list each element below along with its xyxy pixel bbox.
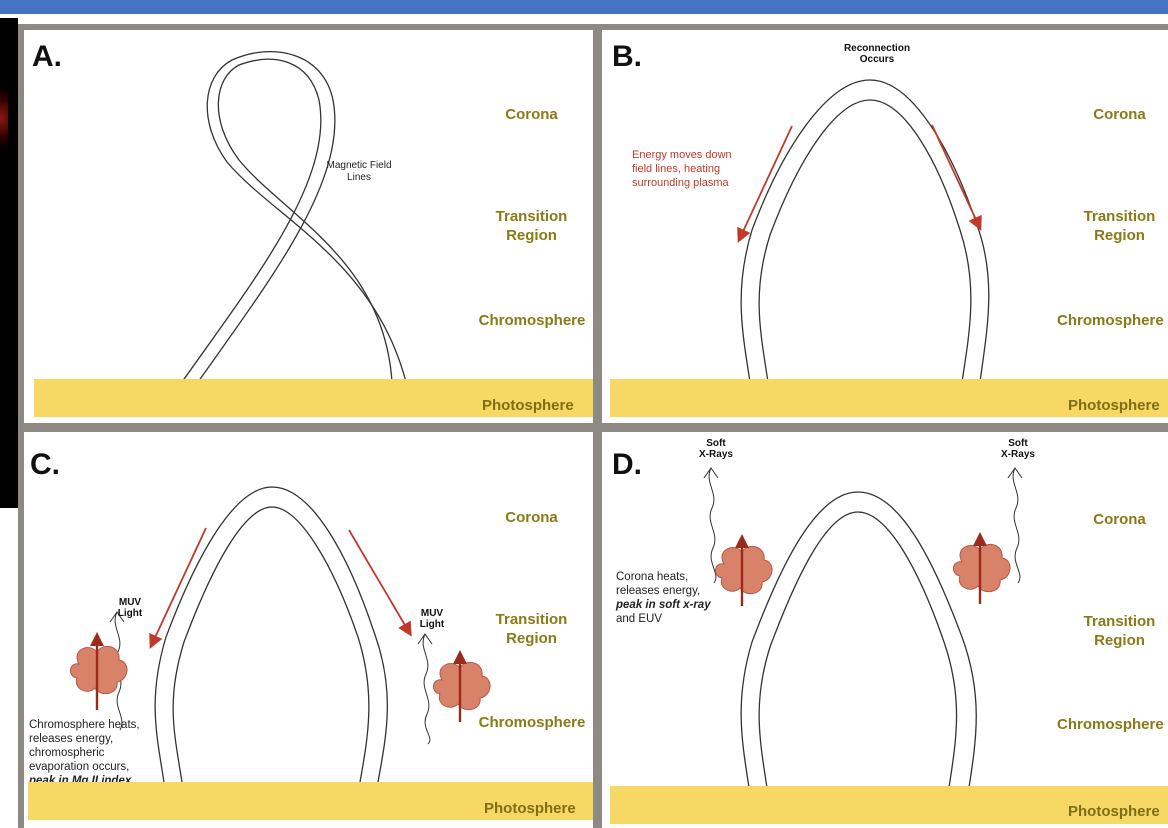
plasma-blob-right <box>953 532 1010 604</box>
diagram-frame: A. Magnetic Field Lines Corona Transitio… <box>18 24 1168 828</box>
plasma-blob-left <box>70 632 127 710</box>
corona-heating-note: Corona heats, releases energy, peak in s… <box>616 570 756 626</box>
solar-glow <box>0 88 8 148</box>
xray-label-left: Soft X-Rays <box>694 438 738 460</box>
panel-c: C. MUV Light MUV Lig <box>24 432 593 828</box>
layer-transition-region: Transition Region <box>484 207 579 245</box>
chromosphere-heating-note: Chromosphere heats, releases energy, chr… <box>29 718 189 788</box>
layer-photosphere: Photosphere <box>482 397 574 414</box>
layer-chromosphere: Chromosphere <box>472 713 592 732</box>
wavy-line-left <box>704 468 718 583</box>
panel-b: B. Reconnection Occurs Energy moves down… <box>602 30 1168 423</box>
layer-transition-region: Transition Region <box>1072 207 1167 245</box>
layer-corona: Corona <box>1072 105 1167 124</box>
muv-label-right: MUV Light <box>410 608 454 630</box>
layer-photosphere: Photosphere <box>1068 803 1160 820</box>
energy-note: Energy moves down field lines, heating s… <box>632 148 772 190</box>
layer-transition-region: Transition Region <box>1072 612 1167 650</box>
layer-chromosphere: Chromosphere <box>1057 311 1168 330</box>
panel-a: A. Magnetic Field Lines Corona Transitio… <box>24 30 593 423</box>
xray-label-right: Soft X-Rays <box>996 438 1040 460</box>
energy-arrow-right <box>349 530 409 632</box>
layer-corona: Corona <box>484 105 579 124</box>
panel-d: D. Soft X-Rays Soft X-Rays <box>602 432 1168 828</box>
layer-transition-region: Transition Region <box>484 610 579 648</box>
layer-photosphere: Photosphere <box>1068 397 1160 414</box>
layer-corona: Corona <box>484 508 579 527</box>
layer-photosphere: Photosphere <box>484 800 576 817</box>
energy-arrow-left <box>152 528 206 644</box>
magnetic-field-label: Magnetic Field Lines <box>314 160 404 184</box>
wavy-line-right <box>418 634 432 744</box>
layer-chromosphere: Chromosphere <box>1057 715 1168 734</box>
plasma-blob-right <box>433 650 490 722</box>
layer-chromosphere: Chromosphere <box>472 311 592 330</box>
top-bar <box>0 0 1168 14</box>
muv-label-left: MUV Light <box>108 597 152 619</box>
layer-corona: Corona <box>1072 510 1167 529</box>
left-image-strip <box>0 18 18 508</box>
